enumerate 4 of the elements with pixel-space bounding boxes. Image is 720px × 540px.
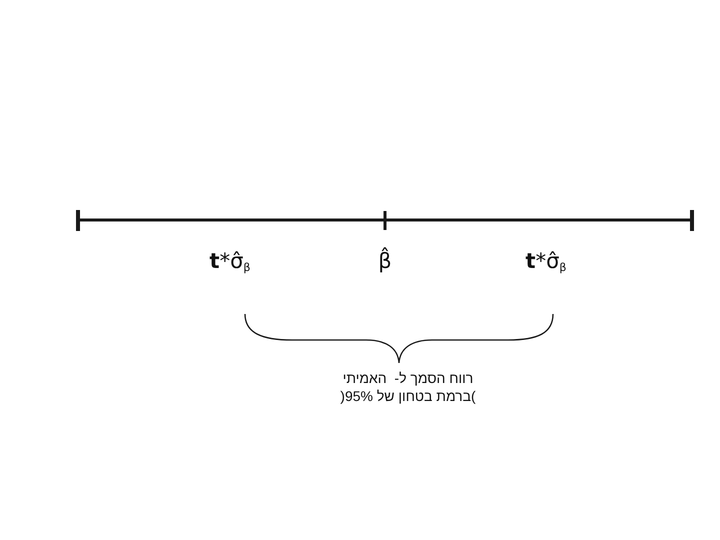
formula-label: t*σ̂$_{β}$ (210, 248, 250, 274)
interval-description: רווח הסמך ל- האמיתי )ברמת בטחון של 95%( (339, 369, 477, 405)
formula-label: t*σ̂$_{β}$ (526, 248, 566, 274)
formula-label: β̂ (378, 248, 392, 274)
